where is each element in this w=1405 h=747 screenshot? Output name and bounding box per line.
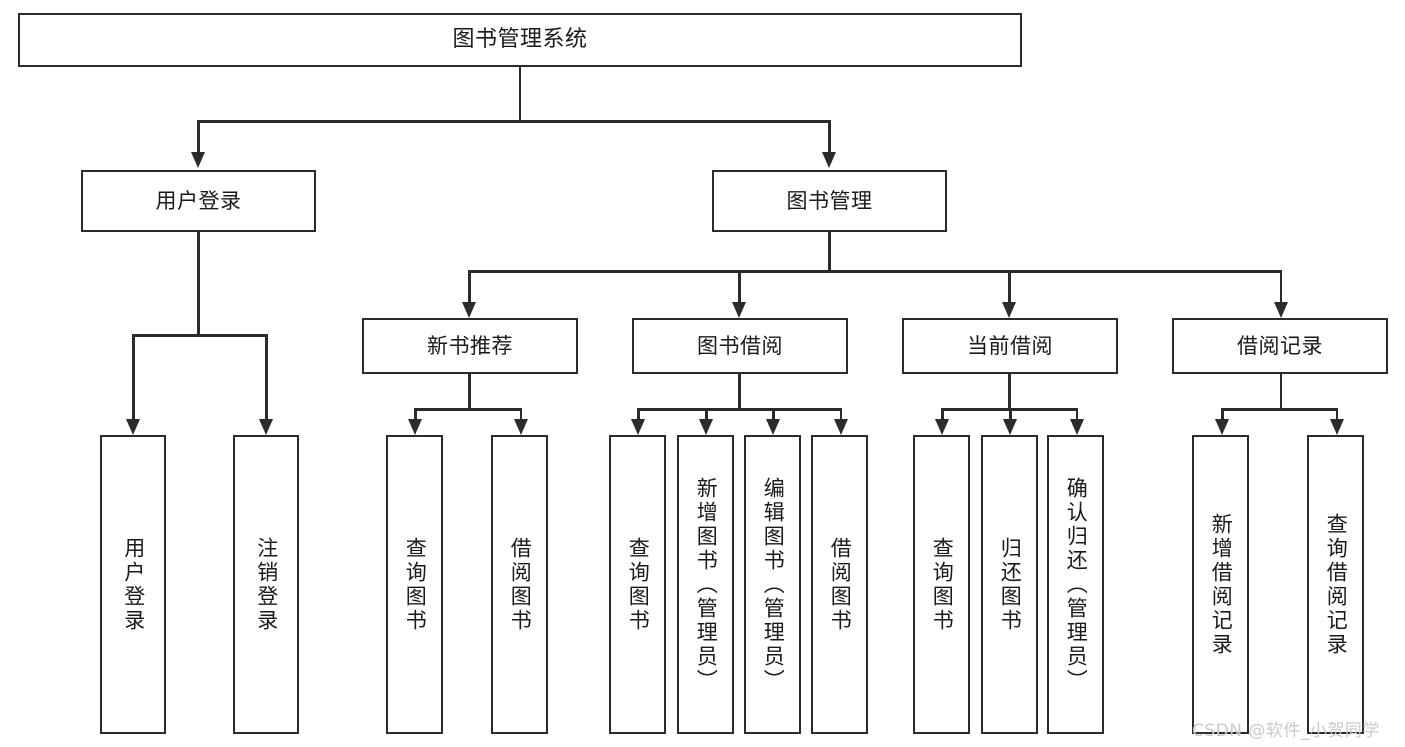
leaf-label: 确认归还（管理员） xyxy=(1064,476,1089,693)
connector-level3-drop-3 xyxy=(1008,270,1011,302)
connector-level3-drop-2 xyxy=(738,270,741,302)
node-current-borrow[interactable]: 当前借阅 xyxy=(902,318,1118,374)
leaf-label: 用户登录 xyxy=(121,536,146,633)
arrowhead-leaf-query-record xyxy=(1329,419,1344,435)
leaf-label: 借阅图书 xyxy=(508,536,533,633)
leaf-confirm-return-admin[interactable]: 确认归还（管理员） xyxy=(1047,435,1104,734)
node-borrow-record[interactable]: 借阅记录 xyxy=(1172,318,1388,374)
arrowhead-leaf-borrow-book-1 xyxy=(513,419,528,435)
connector-new-book-recommend-bus xyxy=(414,408,522,411)
node-book-management[interactable]: 图书管理 xyxy=(712,170,947,232)
arrowhead-leaf-confirm-return xyxy=(1069,419,1084,435)
leaf-logout[interactable]: 注销登录 xyxy=(233,435,299,734)
connector-borrow-record-stem xyxy=(1279,374,1282,408)
arrowhead-borrow-record xyxy=(1273,302,1288,318)
connector-user-login-bus xyxy=(132,334,265,337)
connector-book-borrow-bus xyxy=(637,408,842,411)
arrowhead-leaf-query-book-2 xyxy=(631,419,646,435)
connector-level2-drop-1 xyxy=(197,120,200,152)
connector-book-management-stem xyxy=(828,232,831,270)
leaf-query-book-current[interactable]: 查询图书 xyxy=(913,435,970,734)
connector-user-login-drop-2 xyxy=(265,334,268,419)
connector-level3-bus xyxy=(468,270,1282,273)
connector-current-borrow-drop-2 xyxy=(1009,408,1012,419)
arrowhead-leaf-add-record xyxy=(1215,419,1230,435)
leaf-user-login[interactable]: 用户登录 xyxy=(100,435,166,734)
leaf-label: 借阅图书 xyxy=(828,536,853,633)
arrowhead-user-login xyxy=(191,152,206,168)
leaf-borrow-book[interactable]: 借阅图书 xyxy=(811,435,868,734)
leaf-label: 查询图书 xyxy=(930,536,955,633)
connector-book-borrow-stem xyxy=(738,374,741,408)
connector-user-login-drop-1 xyxy=(132,334,135,419)
arrowhead-current-borrow xyxy=(1002,302,1017,318)
node-label: 图书管理系统 xyxy=(452,27,588,53)
leaf-query-borrow-record[interactable]: 查询借阅记录 xyxy=(1307,435,1364,734)
node-label: 图书管理 xyxy=(786,188,873,213)
arrowhead-leaf-edit-book xyxy=(766,419,781,435)
connector-root-stem xyxy=(518,67,522,120)
node-user-login[interactable]: 用户登录 xyxy=(81,170,316,232)
node-book-borrow[interactable]: 图书借阅 xyxy=(632,318,848,374)
arrowhead-leaf-return-book xyxy=(1003,419,1018,435)
arrowhead-book-borrow xyxy=(732,302,747,318)
arrowhead-leaf-query-book-3 xyxy=(935,419,950,435)
connector-book-borrow-drop-3 xyxy=(772,408,775,419)
leaf-edit-book-admin[interactable]: 编辑图书（管理员） xyxy=(744,435,801,734)
leaf-query-book-recommend[interactable]: 查询图书 xyxy=(386,435,443,734)
node-label: 新书推荐 xyxy=(427,333,513,358)
connector-current-borrow-stem xyxy=(1008,374,1011,408)
leaf-label: 查询图书 xyxy=(626,536,651,633)
node-label: 图书借阅 xyxy=(697,333,783,358)
connector-new-book-recommend-stem xyxy=(468,374,471,408)
arrowhead-leaf-query-book-1 xyxy=(408,419,423,435)
leaf-label: 查询图书 xyxy=(403,536,428,633)
arrowhead-leaf-logout xyxy=(259,419,274,435)
leaf-label: 新增图书（管理员） xyxy=(694,476,719,693)
connector-level3-drop-1 xyxy=(468,270,471,302)
connector-user-login-stem xyxy=(197,232,200,334)
leaf-borrow-book-recommend[interactable]: 借阅图书 xyxy=(491,435,548,734)
node-label: 当前借阅 xyxy=(967,333,1053,358)
node-label: 借阅记录 xyxy=(1237,333,1323,358)
connector-book-borrow-drop-4 xyxy=(839,408,842,419)
node-new-book-recommend[interactable]: 新书推荐 xyxy=(362,318,578,374)
connector-level2-drop-2 xyxy=(828,120,831,152)
connector-new-book-recommend-drop-1 xyxy=(414,408,417,419)
arrowhead-leaf-user-login xyxy=(126,419,141,435)
leaf-label: 注销登录 xyxy=(254,536,279,633)
connector-borrow-record-drop-2 xyxy=(1335,408,1338,419)
leaf-add-borrow-record[interactable]: 新增借阅记录 xyxy=(1192,435,1249,734)
connector-borrow-record-bus xyxy=(1221,408,1338,411)
leaf-return-book[interactable]: 归还图书 xyxy=(981,435,1038,734)
leaf-label: 归还图书 xyxy=(998,536,1023,633)
leaf-label: 新增借阅记录 xyxy=(1209,512,1234,657)
node-book-management-system[interactable]: 图书管理系统 xyxy=(18,13,1022,67)
connector-current-borrow-drop-1 xyxy=(941,408,944,419)
connector-current-borrow-drop-3 xyxy=(1075,408,1078,419)
leaf-add-book-admin[interactable]: 新增图书（管理员） xyxy=(677,435,734,734)
connector-new-book-recommend-drop-2 xyxy=(519,408,522,419)
arrowhead-leaf-borrow-book-2 xyxy=(833,419,848,435)
arrowhead-book-management xyxy=(822,152,837,168)
leaf-query-book-borrow[interactable]: 查询图书 xyxy=(609,435,666,734)
arrowhead-leaf-add-book xyxy=(699,419,714,435)
leaf-label: 查询借阅记录 xyxy=(1324,512,1349,657)
connector-book-borrow-drop-2 xyxy=(705,408,708,419)
connector-borrow-record-drop-1 xyxy=(1221,408,1224,419)
connector-level3-drop-4 xyxy=(1279,270,1282,302)
leaf-label: 编辑图书（管理员） xyxy=(761,476,786,693)
connector-book-borrow-drop-1 xyxy=(637,408,640,419)
arrowhead-new-book-recommend xyxy=(462,302,477,318)
connector-level2-bus xyxy=(197,120,828,123)
node-label: 用户登录 xyxy=(155,188,242,213)
